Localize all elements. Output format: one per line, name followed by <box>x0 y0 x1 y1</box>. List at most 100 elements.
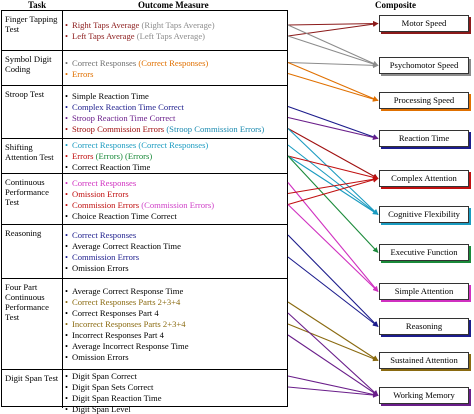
measure-label: Incorrect Responses Parts 2+3+4 <box>72 319 186 329</box>
task-name: Four Part Continuous Performance Test <box>5 282 49 322</box>
measure-label: Digit Span Correct <box>72 371 137 381</box>
bullet-icon: • <box>65 352 69 362</box>
bullet-icon: • <box>65 308 69 318</box>
composite-box-sustained-attention: Sustained Attention <box>379 352 469 369</box>
measure-item: •Average Correct Reaction Time <box>65 241 181 251</box>
measure-parenthetical: (Right Taps Average) <box>141 20 215 30</box>
link-arrow <box>287 144 379 215</box>
link-arrow <box>287 155 379 215</box>
measure-label: Omission Errors <box>72 352 129 362</box>
link-arrow <box>287 176 379 195</box>
measure-label: Choice Reaction Time Correct <box>72 210 177 221</box>
measure-label: Omission Errors <box>72 263 129 273</box>
task-column-divider <box>62 370 63 408</box>
composite-box-psychomotor-speed: Psychomotor Speed <box>379 57 469 74</box>
link-arrow <box>287 177 379 206</box>
bullet-icon: • <box>65 371 69 381</box>
link-arrow <box>287 61 379 69</box>
measure-label: Commission Errors <box>72 252 140 262</box>
measure-item: •Commission Errors (Commission Errors) <box>65 200 214 210</box>
measure-label: Errors <box>72 68 94 79</box>
task-row-reasoning: Reasoning•Correct Responses•Average Corr… <box>2 225 287 279</box>
measure-item: •Correct Responses (Correct Responses) <box>65 58 208 68</box>
measure-parenthetical: (Stroop Commission Errors) <box>166 123 265 134</box>
task-row-continuous-performance-test: Continuous Performance Test•Correct Resp… <box>2 174 287 225</box>
link-arrow <box>287 72 379 102</box>
bullet-icon: • <box>65 241 69 251</box>
bullet-icon: • <box>65 177 69 188</box>
measure-item: •Correct Responses Part 4 <box>65 308 159 318</box>
link-arrow <box>287 323 379 362</box>
link-arrow <box>287 375 379 398</box>
task-name: Digit Span Test <box>5 373 59 383</box>
link-arrow <box>287 204 379 292</box>
bullet-icon: • <box>65 319 69 329</box>
measure-label: Correct Responses Part 4 <box>72 308 159 318</box>
measure-label: Digit Span Sets Correct <box>72 382 154 392</box>
link-arrow <box>287 35 379 67</box>
link-arrow <box>287 155 379 253</box>
bullet-icon: • <box>65 151 69 161</box>
measure-item: •Average Incorrect Response Time <box>65 341 189 351</box>
measure-item: •Left Taps Average (Left Taps Average) <box>65 31 205 41</box>
measure-item: •Simple Reaction Time <box>65 91 149 101</box>
measure-label: Commission Errors <box>72 199 140 210</box>
measure-item: •Commission Errors <box>65 252 139 262</box>
bullet-icon: • <box>65 230 69 240</box>
task-name: Continuous Performance Test <box>5 177 49 207</box>
measure-item: •Digit Span Reaction Time <box>65 393 162 403</box>
task-name: Shifting Attention Test <box>5 142 54 162</box>
task-column-divider <box>62 225 63 278</box>
bullet-icon: • <box>65 341 69 351</box>
link-arrow <box>287 105 379 140</box>
task-column-divider <box>62 139 63 173</box>
task-column-divider <box>62 11 63 50</box>
composite-box-working-memory: Working Memory <box>379 387 469 404</box>
measure-label: Simple Reaction Time <box>72 90 149 101</box>
link-arrow <box>287 301 379 361</box>
composite-box-simple-attention: Simple Attention <box>379 283 469 300</box>
link-arrow <box>287 128 379 179</box>
measure-label: Left Taps Average <box>72 31 135 41</box>
link-arrow <box>287 116 379 141</box>
measure-label: Correct Reaction Time <box>72 162 151 172</box>
composite-box-reasoning: Reasoning <box>379 318 469 335</box>
bullet-icon: • <box>65 252 69 262</box>
composite-box-processing-speed: Processing Speed <box>379 92 469 109</box>
task-row-stroop-test: Stroop Test•Simple Reaction Time•Complex… <box>2 86 287 139</box>
outcome-measure-column-header: Outcome Measure <box>138 0 209 10</box>
bullet-icon: • <box>65 31 69 41</box>
bullet-icon: • <box>65 101 69 112</box>
bullet-icon: • <box>65 68 69 79</box>
task-column-divider <box>62 279 63 369</box>
measure-item: •Choice Reaction Time Correct <box>65 211 177 221</box>
measure-item: •Omission Errors <box>65 189 129 199</box>
composite-column-header: Composite <box>375 0 416 10</box>
measure-label: Correct Responses Parts 2+3+4 <box>72 297 181 307</box>
measure-parenthetical: (Commission Errors) <box>141 199 215 210</box>
task-column-divider <box>62 86 63 138</box>
link-arrow <box>287 312 379 396</box>
measure-item: •Correct Reaction Time <box>65 162 150 172</box>
link-arrow <box>287 24 379 67</box>
task-measure-table: Finger Tapping Test•Right Taps Average (… <box>1 10 288 414</box>
bullet-icon: • <box>65 188 69 199</box>
bullet-icon: • <box>65 199 69 210</box>
bullet-icon: • <box>65 57 69 68</box>
composite-box-cognitive-flexibility: Cognitive Flexibility <box>379 206 469 223</box>
bullet-icon: • <box>65 286 69 296</box>
link-arrow <box>287 21 379 37</box>
bullet-icon: • <box>65 382 69 392</box>
measure-parenthetical: (Correct Responses) <box>138 140 209 150</box>
task-column-divider <box>62 51 63 85</box>
bullet-icon: • <box>65 140 69 150</box>
bullet-icon: • <box>65 393 69 403</box>
measure-parenthetical: (Correct Responses) <box>138 57 209 68</box>
bullet-icon: • <box>65 162 69 172</box>
link-arrow <box>287 20 379 27</box>
measure-item: •Stroop Reaction Time Correct <box>65 113 175 123</box>
measure-label: Stroop Reaction Time Correct <box>72 112 176 123</box>
measure-label: Average Correct Response Time <box>72 286 184 296</box>
measure-label: Omission Errors <box>72 188 129 199</box>
measure-label: Stroop Commission Errors <box>72 123 165 134</box>
